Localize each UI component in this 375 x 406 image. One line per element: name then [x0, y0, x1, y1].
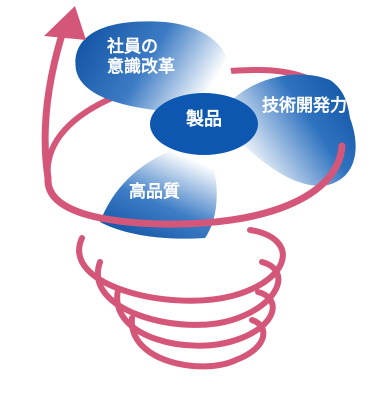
center-label-text: 製品	[186, 109, 222, 130]
label-line: 技術開発力	[262, 96, 347, 116]
spiral-ring-front	[44, 142, 346, 228]
spiral-coil	[128, 315, 267, 370]
arrow-head-icon	[44, 6, 86, 40]
blade-label-quality: 高品質	[129, 182, 180, 203]
blade-quality	[100, 146, 217, 239]
blade-employee	[75, 21, 232, 112]
spiral-coil	[94, 259, 282, 328]
blade-tech	[232, 74, 356, 186]
spiral-coil	[114, 287, 276, 349]
label-line: 意識改革	[107, 56, 175, 77]
blade-label-employee: 社員の 意識改革	[107, 37, 175, 77]
spiral-lower-coils	[76, 227, 286, 370]
center-label: 製品	[186, 109, 222, 131]
center-hub	[150, 93, 258, 155]
label-line: 高品質	[129, 182, 180, 202]
spiral-coil	[76, 227, 286, 304]
blade-label-tech: 技術開発力	[262, 96, 347, 117]
label-line: 社員の	[107, 37, 158, 57]
spiral-arrow-arm	[41, 18, 70, 182]
